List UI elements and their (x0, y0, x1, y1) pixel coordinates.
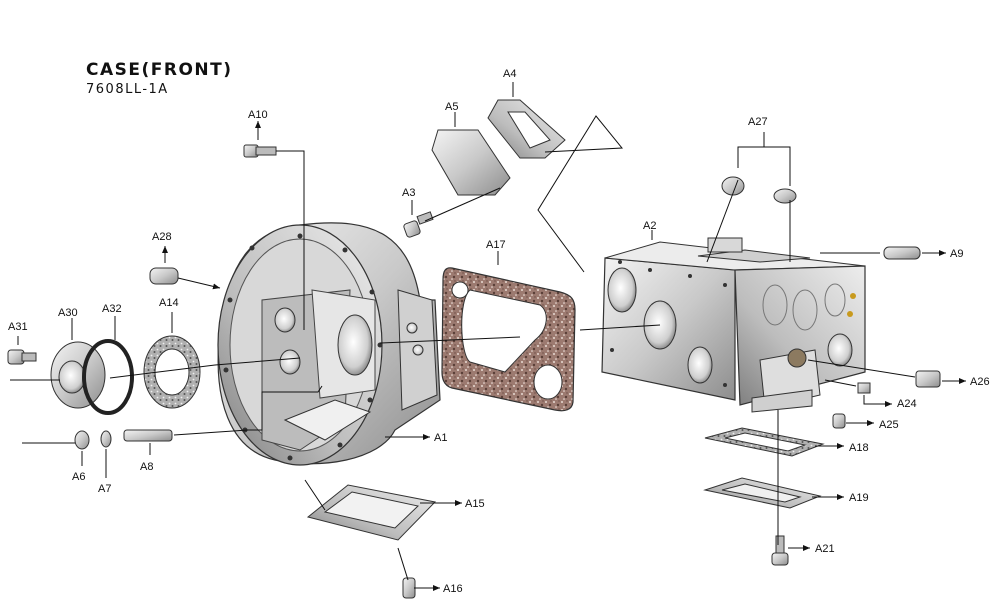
callout-a26[interactable]: A26 (807, 359, 990, 388)
bushing-a28[interactable] (149, 267, 179, 285)
cover-plate-a5[interactable] (431, 129, 511, 196)
callout-a19[interactable]: A19 (812, 492, 869, 504)
label-a32: A32 (102, 303, 122, 315)
bolt-a10[interactable] (243, 144, 277, 158)
callout-a17[interactable]: A17 (486, 239, 506, 265)
label-a18: A18 (849, 442, 869, 454)
label-a2: A2 (643, 220, 656, 232)
cover-a19[interactable] (703, 477, 822, 509)
bolt-a9[interactable] (883, 246, 921, 260)
label-a25: A25 (879, 419, 899, 431)
plug-a27-left[interactable] (721, 176, 745, 196)
nut-a6[interactable] (74, 430, 90, 450)
label-a10: A10 (248, 109, 268, 121)
label-a1: A1 (434, 432, 447, 444)
diagram-part-number: 7608LL-1A (86, 82, 169, 97)
callout-a32[interactable]: A32 (102, 303, 122, 340)
label-a24: A24 (897, 398, 917, 410)
o-ring-a32[interactable] (82, 339, 134, 415)
callout-a25[interactable]: A25 (846, 419, 899, 431)
callout-a8[interactable]: A8 (140, 443, 153, 473)
label-a31: A31 (8, 321, 28, 333)
callout-a4[interactable]: A4 (503, 68, 516, 97)
bolt-a21[interactable] (771, 535, 789, 566)
callout-a9[interactable]: A9 (820, 248, 963, 260)
callout-a2[interactable]: A2 (643, 220, 656, 240)
callout-a15[interactable]: A15 (420, 498, 485, 510)
diagram-title: CASE(FRONT) (86, 60, 233, 80)
callout-a7[interactable]: A7 (98, 449, 111, 495)
label-a5: A5 (445, 101, 458, 113)
label-a26: A26 (970, 376, 990, 388)
washer-a7[interactable] (100, 430, 112, 448)
label-a21: A21 (815, 543, 835, 555)
callout-a21[interactable]: A21 (788, 543, 835, 555)
callout-a5[interactable]: A5 (445, 101, 458, 127)
label-a17: A17 (486, 239, 506, 251)
label-a8: A8 (140, 461, 153, 473)
retainer-a30[interactable] (50, 341, 106, 409)
bolt-a31[interactable] (7, 349, 37, 365)
label-a19: A19 (849, 492, 869, 504)
gasket-a18[interactable] (704, 427, 825, 457)
label-a27: A27 (748, 116, 768, 128)
fitting-a24[interactable] (857, 382, 871, 394)
callout-a30[interactable]: A30 (58, 307, 78, 340)
front-case-bell-housing[interactable] (217, 222, 441, 466)
label-a14: A14 (159, 297, 179, 309)
callout-a1[interactable]: A1 (385, 432, 447, 444)
callout-a16[interactable]: A16 (414, 583, 463, 595)
label-a15: A15 (465, 498, 485, 510)
cover-plate-a4[interactable] (487, 99, 566, 159)
callout-a14[interactable]: A14 (159, 297, 179, 333)
plug-a26[interactable] (915, 370, 941, 388)
label-a7: A7 (98, 483, 111, 495)
label-a3: A3 (402, 187, 415, 199)
cover-a15[interactable] (306, 484, 437, 541)
label-a16: A16 (443, 583, 463, 595)
label-a30: A30 (58, 307, 78, 319)
label-a28: A28 (152, 231, 172, 243)
callout-a28[interactable]: A28 (152, 231, 172, 263)
stud-a8[interactable] (123, 429, 173, 442)
plug-a25[interactable] (832, 413, 846, 429)
bolt-a16[interactable] (402, 577, 416, 599)
callout-a6[interactable]: A6 (72, 451, 85, 483)
leader-lines (10, 115, 791, 581)
seal-a14[interactable] (143, 335, 201, 409)
callout-a27[interactable]: A27 (737, 116, 791, 186)
label-a4: A4 (503, 68, 516, 80)
plug-a27-right[interactable] (773, 188, 797, 204)
callout-a31[interactable]: A31 (8, 321, 28, 345)
callout-a24[interactable]: A24 (824, 379, 917, 410)
gasket-a17[interactable] (441, 267, 576, 412)
label-a6: A6 (72, 471, 85, 483)
callout-a18[interactable]: A18 (815, 442, 869, 454)
bolt-a3[interactable] (403, 211, 434, 238)
callout-a3[interactable]: A3 (402, 187, 415, 215)
label-a9: A9 (950, 248, 963, 260)
callout-a10[interactable]: A10 (248, 109, 268, 140)
gear-case-a2[interactable] (601, 237, 866, 413)
